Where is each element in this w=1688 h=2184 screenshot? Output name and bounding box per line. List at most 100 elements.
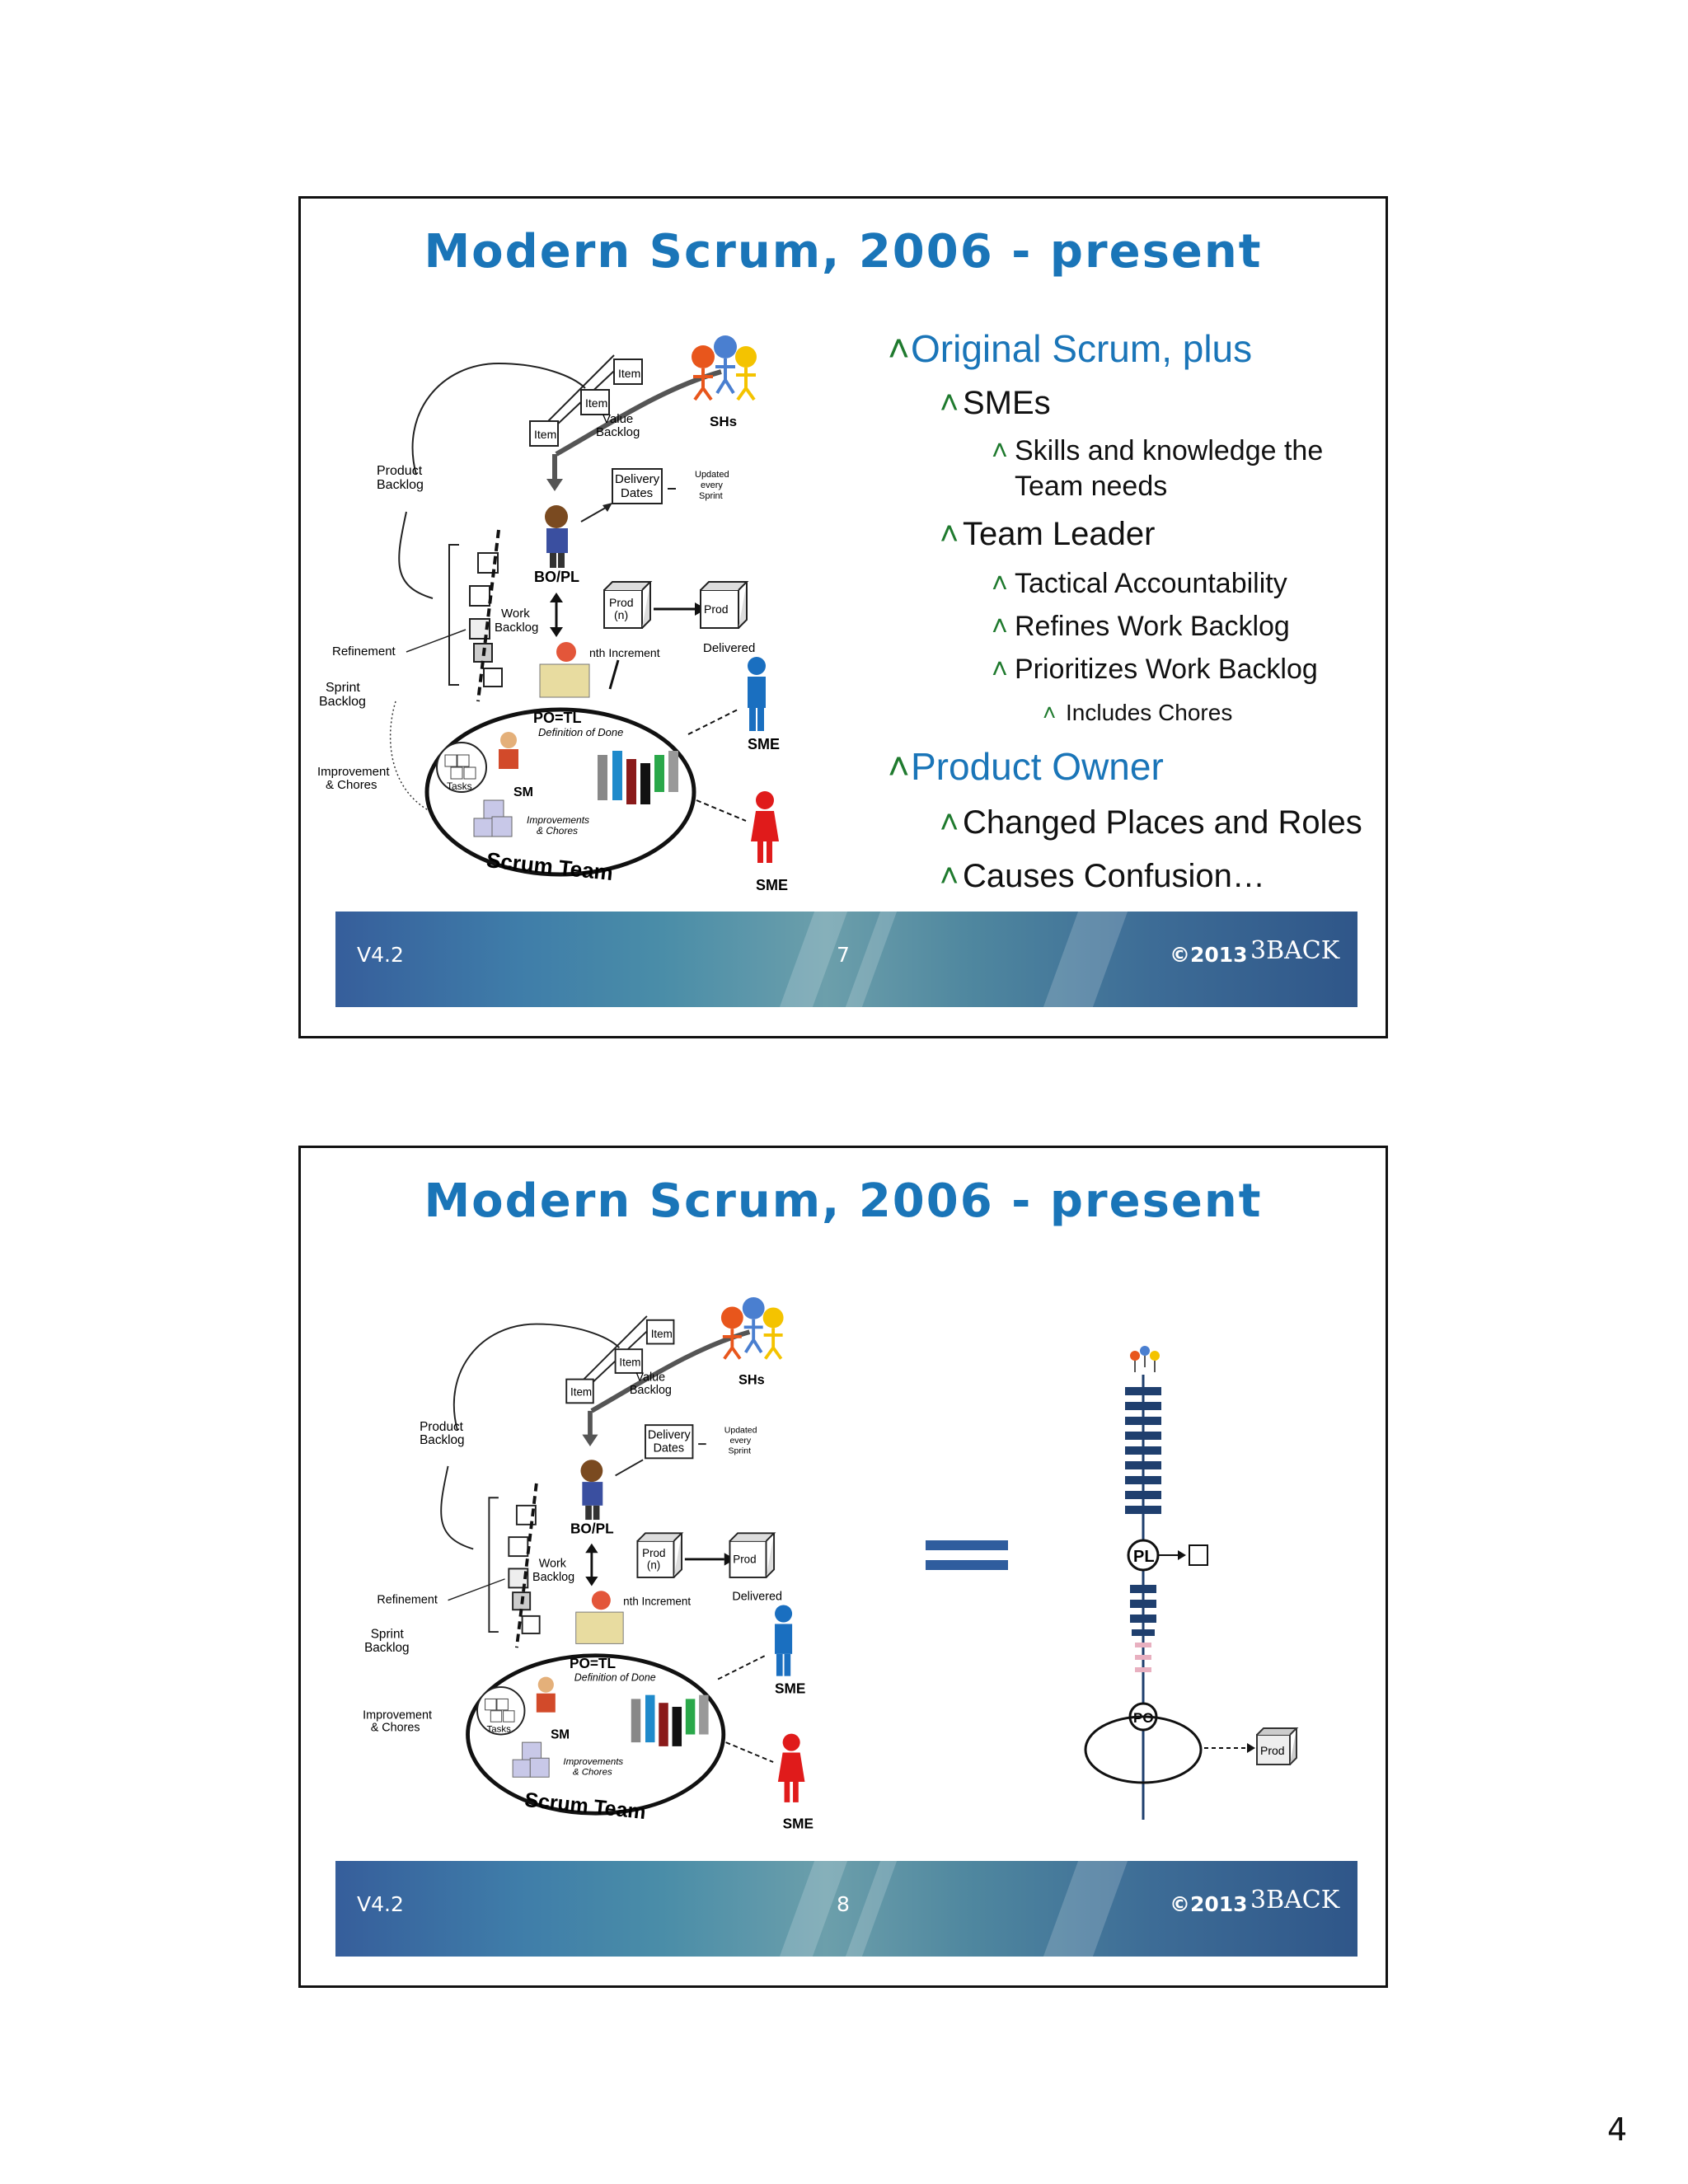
- item-box: Item: [529, 420, 559, 447]
- stakeholders-mini-icon: [1130, 1346, 1160, 1372]
- bullet-continuation: Team needs: [1015, 471, 1168, 502]
- 3back-logo: 3BACK: [1250, 1886, 1340, 1915]
- prod-n-cube: Prod(n): [636, 1532, 684, 1578]
- svg-text:& Chores: & Chores: [537, 825, 578, 837]
- sme-blue-icon: [775, 1605, 793, 1676]
- svg-text:Item: Item: [619, 1356, 640, 1368]
- backlog-curve: [411, 362, 586, 476]
- refinement-label: Refinement: [332, 644, 396, 658]
- bullet-item: ˄Product Owner: [888, 745, 1164, 788]
- slide-title: Modern Scrum, 2006 - present: [424, 225, 1263, 279]
- equals-sign: [926, 1540, 1008, 1550]
- work-backlog-label: Work: [501, 607, 530, 621]
- prod-n-cube: Prod (n): [603, 581, 653, 629]
- svg-text:every: every: [701, 480, 723, 490]
- scrum-team-ellipse: [424, 707, 696, 877]
- team-ellipse: [1084, 1715, 1203, 1784]
- svg-text:Sprint: Sprint: [699, 491, 723, 501]
- green-arrow-icon: ˄: [992, 611, 1008, 642]
- svg-text:Backlog: Backlog: [596, 425, 640, 439]
- svg-text:Prod: Prod: [1260, 1744, 1285, 1757]
- product-backlog-label: Product: [377, 464, 423, 478]
- svg-text:Dates: Dates: [621, 486, 653, 500]
- sme-label: SME: [748, 736, 780, 752]
- svg-text:SM: SM: [551, 1727, 570, 1741]
- bo-pl-person-icon: [545, 505, 568, 568]
- svg-text:Prod: Prod: [733, 1554, 756, 1566]
- team-leader-icon: [575, 1591, 624, 1644]
- value-backlog-label: Value: [603, 412, 633, 426]
- prod-cube: Prod: [1256, 1727, 1299, 1765]
- team-members-icon: [631, 1694, 709, 1746]
- svg-text:Dates: Dates: [654, 1442, 685, 1455]
- bo-pl-label: BO/PL: [534, 569, 579, 585]
- svg-text:SME: SME: [775, 1680, 805, 1697]
- svg-text:every: every: [729, 1436, 751, 1446]
- svg-text:Improvements: Improvements: [527, 814, 589, 826]
- stakeholders-icon: [692, 335, 757, 401]
- improvements-cubes: [512, 1741, 550, 1778]
- svg-text:SME: SME: [783, 1815, 814, 1831]
- svg-text:& Chores: & Chores: [573, 1767, 612, 1777]
- svg-text:nth Increment: nth Increment: [623, 1595, 691, 1607]
- item-box: Item: [580, 389, 610, 415]
- scrum-diagram: Item Item Item Value Backlog SHs Product…: [363, 1296, 814, 1831]
- svg-text:SHs: SHs: [738, 1372, 765, 1387]
- green-arrow-icon: ˄: [888, 745, 910, 788]
- item-box: Item: [565, 1378, 594, 1404]
- svg-text:PL: PL: [1133, 1548, 1155, 1566]
- bullet-item: ˄Skills and knowledge the: [992, 435, 1324, 466]
- svg-text:Backlog: Backlog: [532, 1571, 574, 1584]
- bullet-item: ˄Includes Chores: [1043, 700, 1233, 725]
- prod-delivered-cube: Prod: [700, 581, 749, 629]
- team-members-icon: [598, 751, 678, 804]
- green-arrow-icon: ˄: [940, 516, 959, 552]
- nth-increment-label: nth Increment: [589, 646, 660, 659]
- sme-red-icon: [751, 791, 779, 863]
- definition-of-done-label: Definition of Done: [538, 726, 623, 738]
- svg-text:Item: Item: [585, 396, 607, 410]
- chain-links-pink: [1135, 1643, 1151, 1672]
- scrum-master-icon: [499, 732, 518, 769]
- svg-text:Prod: Prod: [704, 602, 729, 616]
- slide-footer: V4.2 7 ©2013 3BACK: [335, 912, 1357, 1007]
- green-arrow-icon: ˄: [940, 858, 959, 894]
- bullet-list: ˄Original Scrum, plus ˄SMEs ˄Skills and …: [301, 199, 1390, 940]
- bullet-item: ˄Refines Work Backlog: [992, 611, 1290, 642]
- svg-text:Tasks: Tasks: [487, 1725, 512, 1735]
- tasks-icon: [436, 742, 487, 793]
- svg-text:Product: Product: [420, 1420, 464, 1434]
- svg-text:& Chores: & Chores: [326, 778, 377, 792]
- svg-text:Item: Item: [534, 428, 556, 441]
- bo-pl-person-icon: [580, 1460, 603, 1521]
- bullet-item: ˄Team Leader: [940, 516, 1156, 552]
- green-arrow-icon: ˄: [1043, 700, 1057, 725]
- svg-text:Delivery: Delivery: [648, 1428, 692, 1441]
- version-label: V4.2: [357, 943, 404, 967]
- shs-label: SHs: [710, 414, 737, 429]
- scrum-master-icon: [536, 1676, 556, 1713]
- green-arrow-icon: ˄: [992, 568, 1008, 599]
- svg-text:PO=TL: PO=TL: [570, 1655, 616, 1671]
- scrum-diagram: Item Item Item Value Backlog SHs Product…: [317, 335, 788, 893]
- slide-7: Modern Scrum, 2006 - present Item Item I…: [298, 196, 1388, 1038]
- svg-text:Sprint: Sprint: [371, 1628, 405, 1642]
- svg-text:(n): (n): [647, 1558, 660, 1571]
- slide-number: 7: [837, 943, 850, 967]
- sme-red-icon: [777, 1733, 805, 1802]
- improvements-cubes: [473, 799, 513, 837]
- copyright-label: ©2013: [1170, 1892, 1248, 1916]
- slide-footer: V4.2 8 ©2013 3BACK: [335, 1861, 1357, 1957]
- green-arrow-icon: ˄: [940, 804, 959, 841]
- svg-text:Backlog: Backlog: [364, 1641, 409, 1655]
- bullet-item: ˄Changed Places and Roles: [940, 804, 1362, 841]
- svg-text:Backlog: Backlog: [319, 695, 366, 709]
- bullet-item: ˄Prioritizes Work Backlog: [992, 654, 1318, 685]
- svg-text:Delivery: Delivery: [615, 472, 660, 486]
- sm-label: SM: [513, 785, 533, 799]
- improvement-chores-label: Improvement: [317, 765, 390, 779]
- svg-text:Backlog: Backlog: [630, 1384, 672, 1397]
- svg-text:Item: Item: [651, 1328, 673, 1340]
- slide-number: 8: [837, 1892, 850, 1916]
- item-box: Item: [613, 359, 643, 385]
